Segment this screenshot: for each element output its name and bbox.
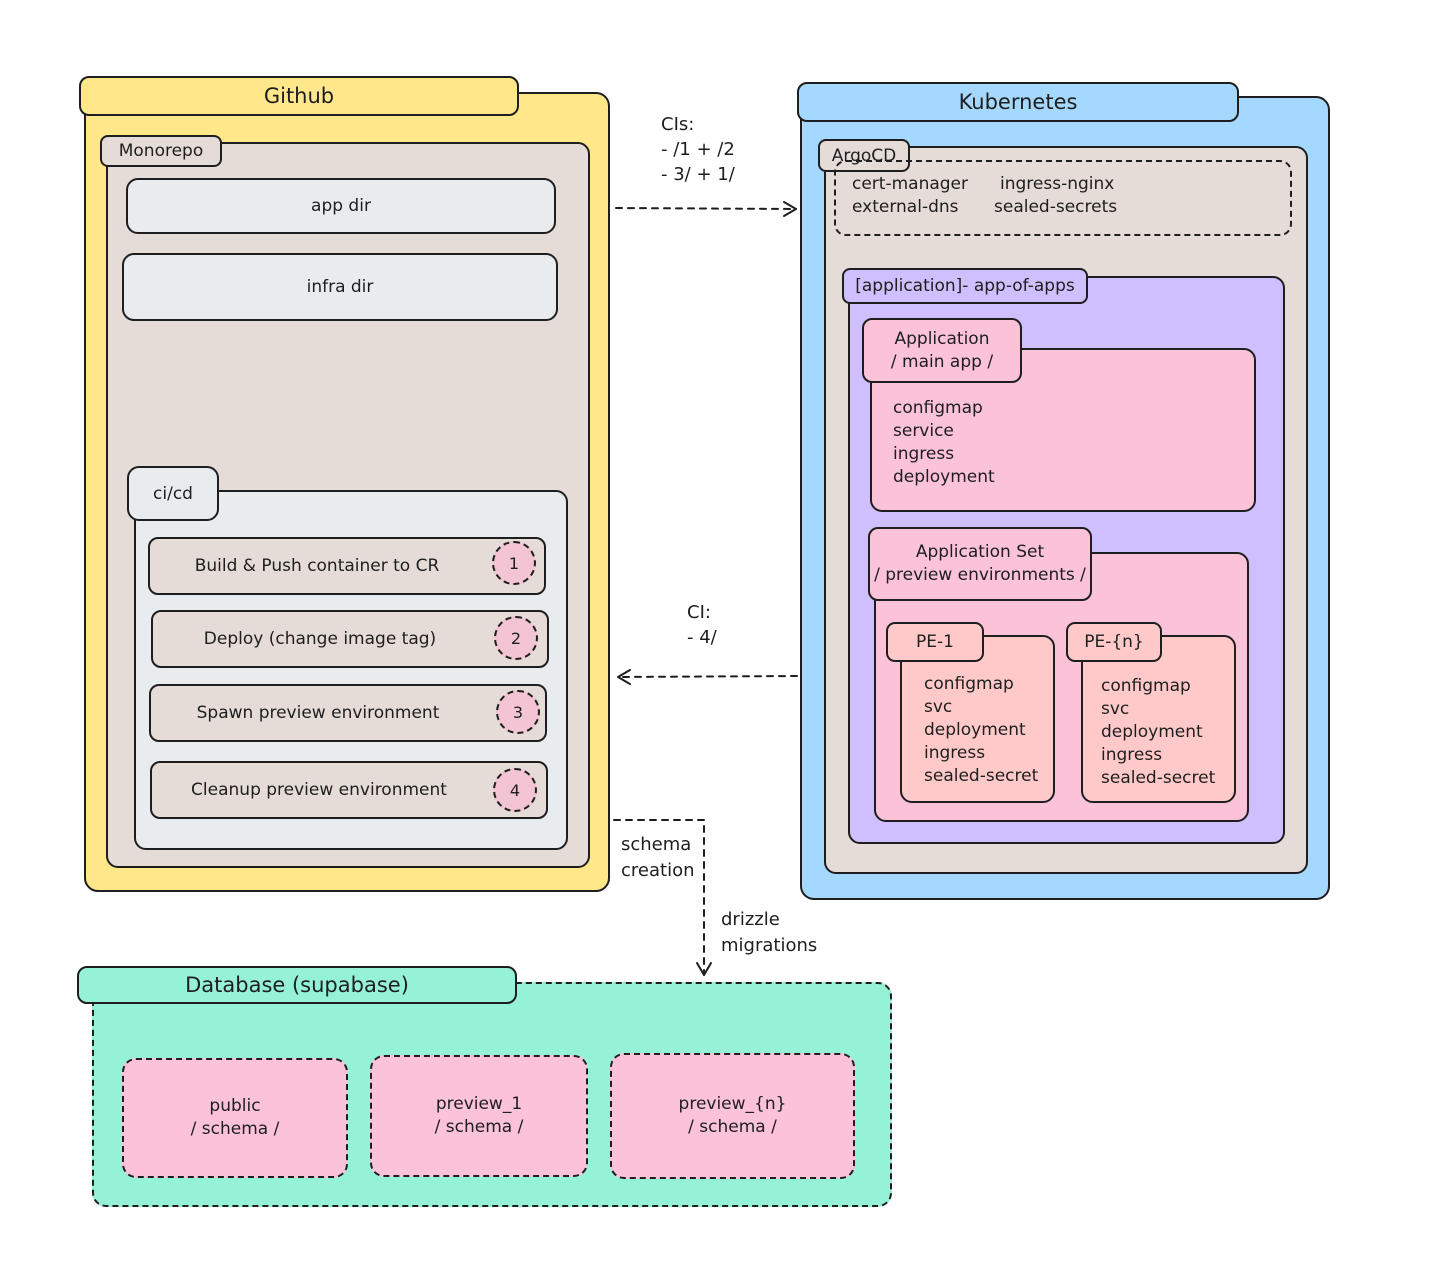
main-app-title: Application / main app / [862, 318, 1022, 383]
arrow-k8s-to-github [617, 675, 798, 678]
cicd-step-3-text: Spawn preview environment [196, 703, 440, 723]
arrow-label-drizzle: drizzle migrations [721, 909, 818, 956]
monorepo-label: Monorepo [100, 135, 222, 167]
app-of-apps-label: [application]- app-of-apps [842, 268, 1088, 304]
cicd-step-2-text: Deploy (change image tag) [203, 629, 437, 649]
infra-dir-box: infra dir [122, 253, 558, 321]
arrow-github-to-database [613, 819, 705, 976]
step-1-badge: 1 [492, 541, 536, 585]
cicd-step-3: Spawn preview environment [149, 684, 547, 742]
arrowhead-github-to-database [696, 962, 712, 976]
appset-title: Application Set / preview environments / [868, 527, 1092, 601]
schema-preview-1: preview_1 / schema / [370, 1055, 588, 1177]
pe1-label: PE-1 [886, 622, 984, 662]
cicd-step-2: Deploy (change image tag) [151, 610, 549, 668]
pe1-container [900, 635, 1055, 803]
argocd-addons-box [834, 160, 1292, 236]
arrowhead-k8s-to-github [617, 669, 631, 685]
step-3-badge: 3 [496, 690, 540, 734]
github-title: Github [79, 76, 519, 116]
addon-cert-manager: cert-manager [852, 174, 969, 194]
main-app-resources: configmap service ingress deployment [893, 398, 995, 487]
cicd-step-1-text: Build & Push container to CR [194, 556, 440, 576]
cicd-step-4: Cleanup preview environment [150, 761, 548, 819]
arrowhead-github-to-k8s [783, 201, 797, 217]
addon-ingress-nginx: ingress-nginx [1000, 174, 1115, 194]
arrow-label-cis: CIs: - /1 + /2 - 3/ + 1/ [661, 114, 735, 185]
addon-external-dns: external-dns [852, 197, 959, 217]
schema-public: public / schema / [122, 1058, 348, 1178]
pen-resources: configmap svc deployment ingress sealed-… [1101, 676, 1216, 788]
database-title: Database (supabase) [77, 966, 517, 1004]
addon-sealed-secrets: sealed-secrets [994, 197, 1118, 217]
step-4-badge: 4 [493, 768, 537, 812]
pen-label: PE-{n} [1066, 622, 1162, 662]
pe1-resources: configmap svc deployment ingress sealed-… [924, 674, 1039, 786]
cicd-step-4-text: Cleanup preview environment [191, 780, 447, 800]
arrow-github-to-k8s [615, 207, 797, 210]
cicd-label: ci/cd [127, 466, 219, 521]
pen-container [1081, 635, 1236, 803]
kubernetes-title: Kubernetes [797, 82, 1239, 122]
arrow-label-ci: CI: - 4/ [687, 602, 717, 648]
schema-preview-n: preview_{n} / schema / [610, 1053, 855, 1179]
arrow-label-schema: schema creation [621, 834, 695, 881]
app-dir-box: app dir [126, 178, 556, 234]
step-2-badge: 2 [494, 616, 538, 660]
cicd-step-1: Build & Push container to CR [148, 537, 546, 595]
